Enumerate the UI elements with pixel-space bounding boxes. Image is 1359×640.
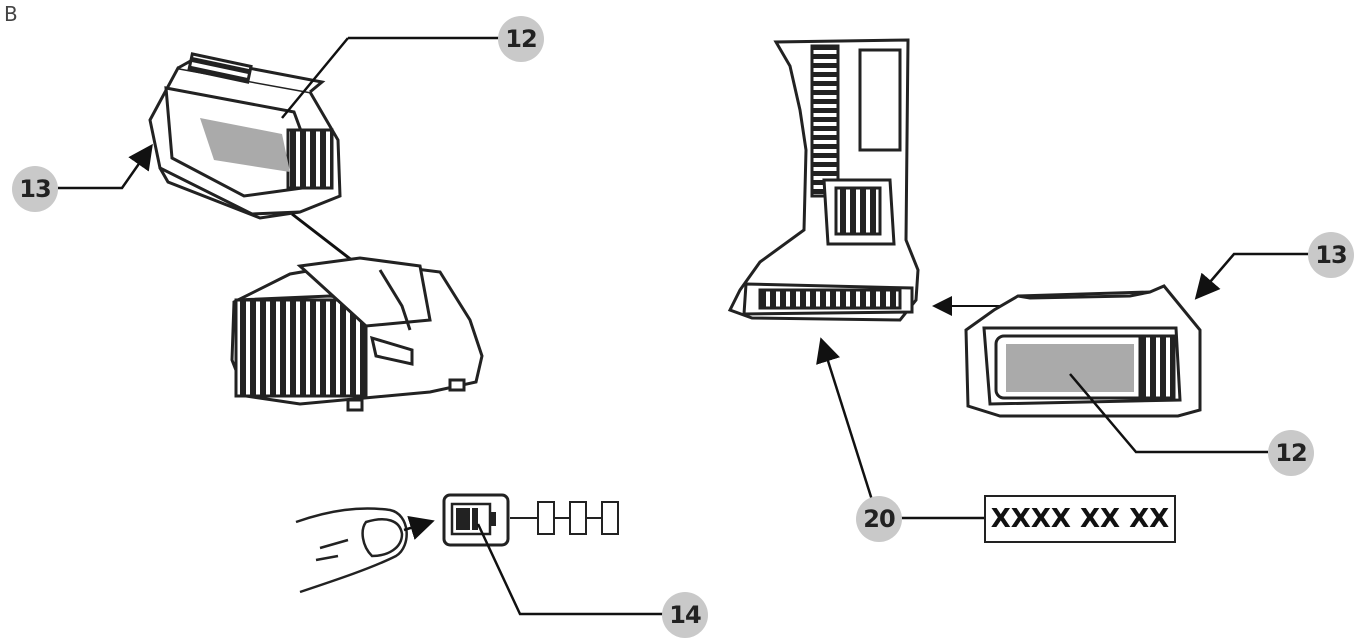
callout-release-left: 13 — [12, 166, 58, 212]
leader-lines — [58, 36, 1310, 616]
callout-battery-right: 12 — [1268, 430, 1314, 476]
callout-release-right: 13 — [1308, 232, 1354, 278]
battery-pack-right-illustration — [964, 284, 1202, 418]
callout-charge-indicator: 14 — [662, 592, 708, 638]
tool-handle-illustration — [727, 38, 920, 322]
figure-letter: B — [4, 2, 18, 26]
finger-illustration — [295, 507, 408, 594]
charger-illustration — [230, 256, 484, 412]
press-arrow — [403, 515, 435, 540]
battery-pack-illustration — [148, 52, 342, 220]
callout-battery-left: 12 — [498, 16, 544, 62]
callout-serial-label: 20 — [856, 496, 902, 542]
battery-level-icon — [442, 493, 619, 547]
serial-number-box: XXXX XX XX — [984, 495, 1176, 543]
